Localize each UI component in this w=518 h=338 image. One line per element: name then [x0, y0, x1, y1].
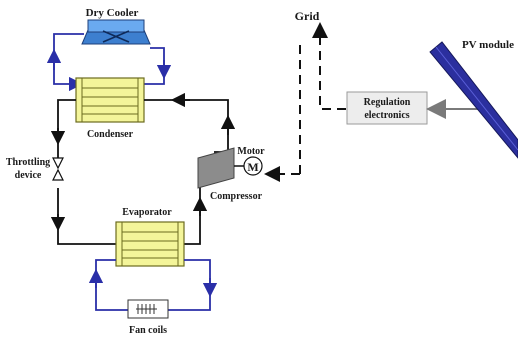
motor-symbol: M: [247, 160, 258, 174]
motor-icon: [243, 156, 263, 176]
dry-cooler-label: Dry Cooler: [86, 7, 139, 19]
throttling-label-line2: device: [15, 170, 42, 181]
dry-cooler: [81, 19, 151, 45]
fan-coil-icon: [127, 299, 169, 319]
throttling-label-line1: Throttling: [6, 157, 50, 168]
evaporator: [115, 221, 185, 267]
fan-unit-icon: [102, 30, 130, 43]
fan-coil-water-loop: [88, 259, 218, 311]
pv-module-label: PV module: [462, 39, 514, 51]
electrical-connections: [280, 40, 346, 175]
evaporator-label: Evaporator: [122, 207, 172, 218]
regulation-label-line2: electronics: [364, 110, 409, 121]
condenser-label: Condenser: [87, 129, 134, 140]
dry-cooler-water-loop: [46, 33, 172, 92]
compressor-label: Compressor: [210, 191, 263, 202]
pv-module: [429, 41, 518, 159]
regulation-label-line1: Regulation: [364, 97, 411, 108]
condenser: [75, 77, 145, 123]
grid-label: Grid: [295, 9, 320, 23]
compressor-icon: [197, 147, 235, 189]
fan-coils-label: Fan coils: [129, 325, 167, 336]
motor-label: Motor: [237, 146, 265, 157]
expansion-valve-icon: [52, 157, 64, 181]
